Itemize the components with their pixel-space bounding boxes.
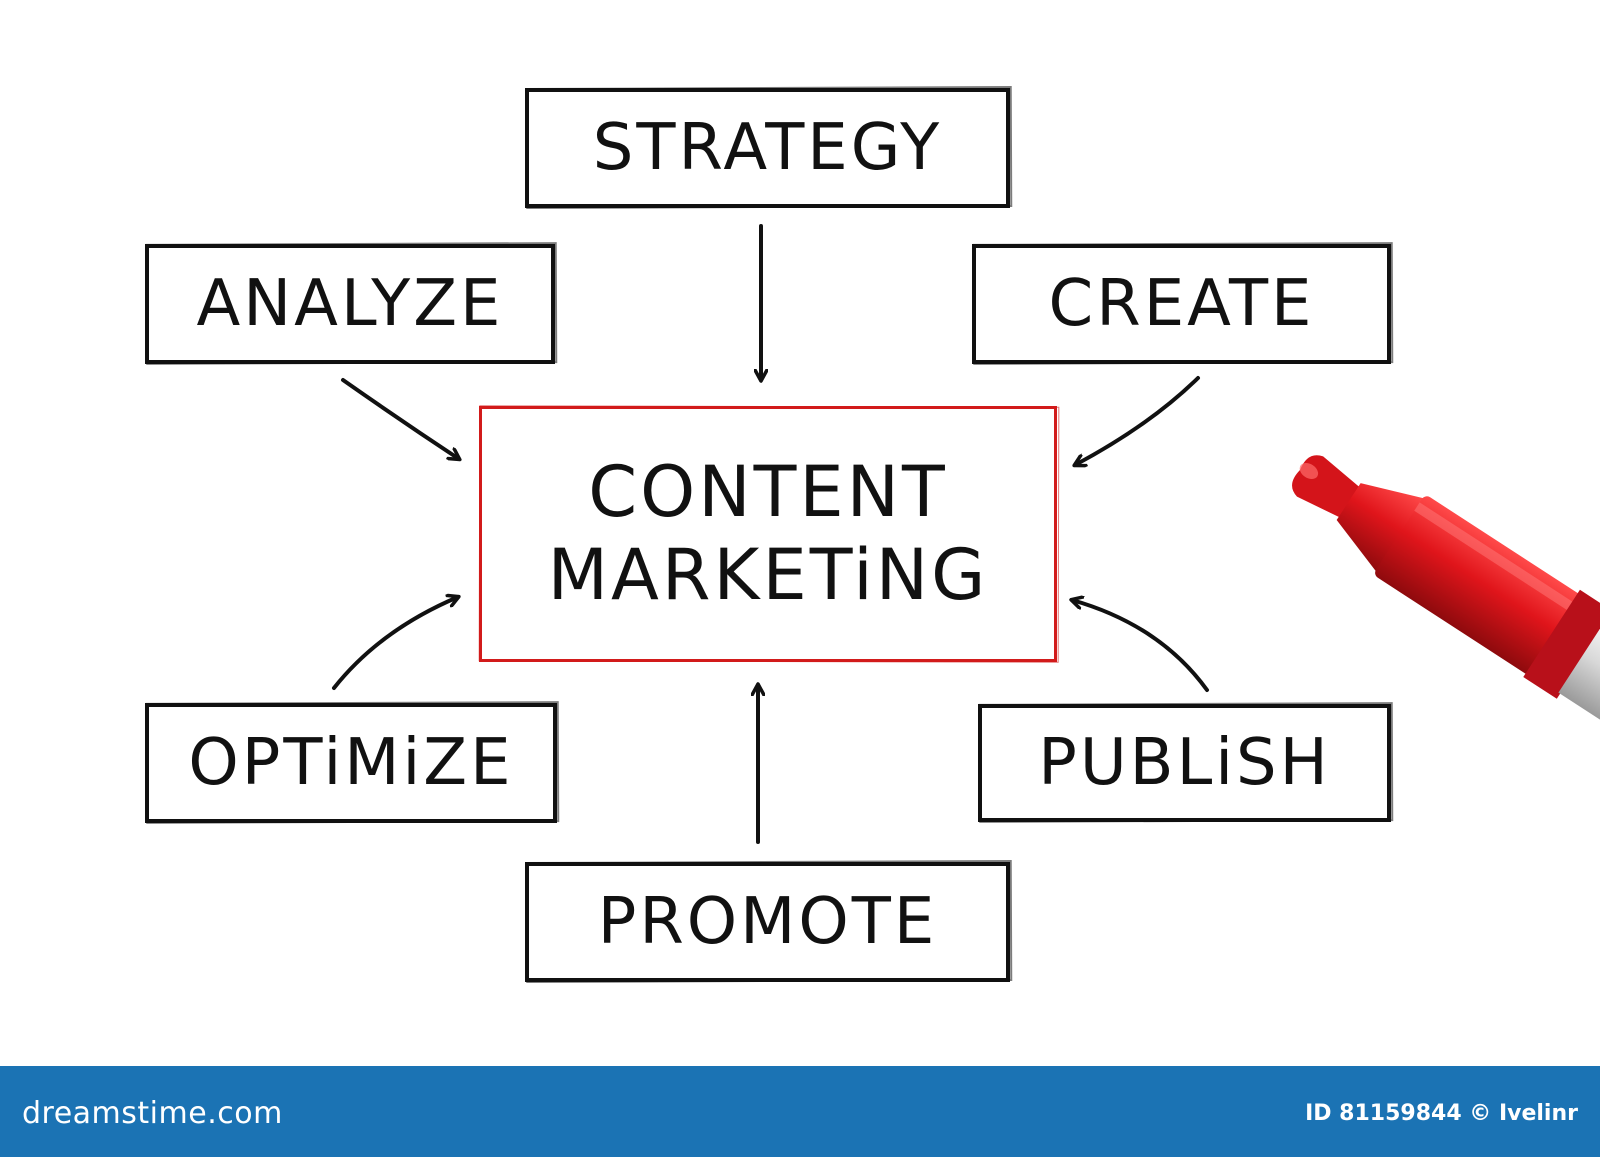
node-strategy-label: STRATEGY [592, 111, 943, 185]
node-analyze: ANALYZE [145, 244, 555, 364]
arrow-analyze-to-center [341, 378, 459, 459]
content-marketing-diagram: STRATEGY ANALYZE CREATE CONTENT MARKETiN… [0, 0, 1600, 1066]
footer-site-name: dreamstime.com [22, 1096, 283, 1131]
node-publish-label: PUBLiSH [1038, 726, 1331, 800]
node-optimize: OPTiMiZE [145, 703, 557, 823]
node-content-marketing: CONTENT MARKETiNG [479, 406, 1057, 662]
center-label-line1: CONTENT [588, 451, 948, 534]
arrow-optimize-to-center [332, 597, 458, 690]
node-create-label: CREATE [1048, 267, 1315, 341]
watermark-footer-bar: dreamstime.com ID 81159844 © Ivelinr [0, 1066, 1600, 1157]
node-publish: PUBLiSH [978, 704, 1391, 822]
node-promote-label: PROMOTE [597, 885, 938, 959]
arrow-publish-to-center [1072, 600, 1209, 692]
node-strategy: STRATEGY [525, 88, 1010, 208]
node-optimize-label: OPTiMiZE [188, 726, 514, 800]
node-promote: PROMOTE [525, 862, 1010, 982]
footer-image-id: ID 81159844 © Ivelinr [1305, 1101, 1578, 1126]
node-create: CREATE [972, 244, 1391, 364]
arrow-create-to-center [1075, 376, 1200, 465]
center-label-line2: MARKETiNG [547, 534, 989, 616]
node-analyze-label: ANALYZE [196, 267, 504, 341]
